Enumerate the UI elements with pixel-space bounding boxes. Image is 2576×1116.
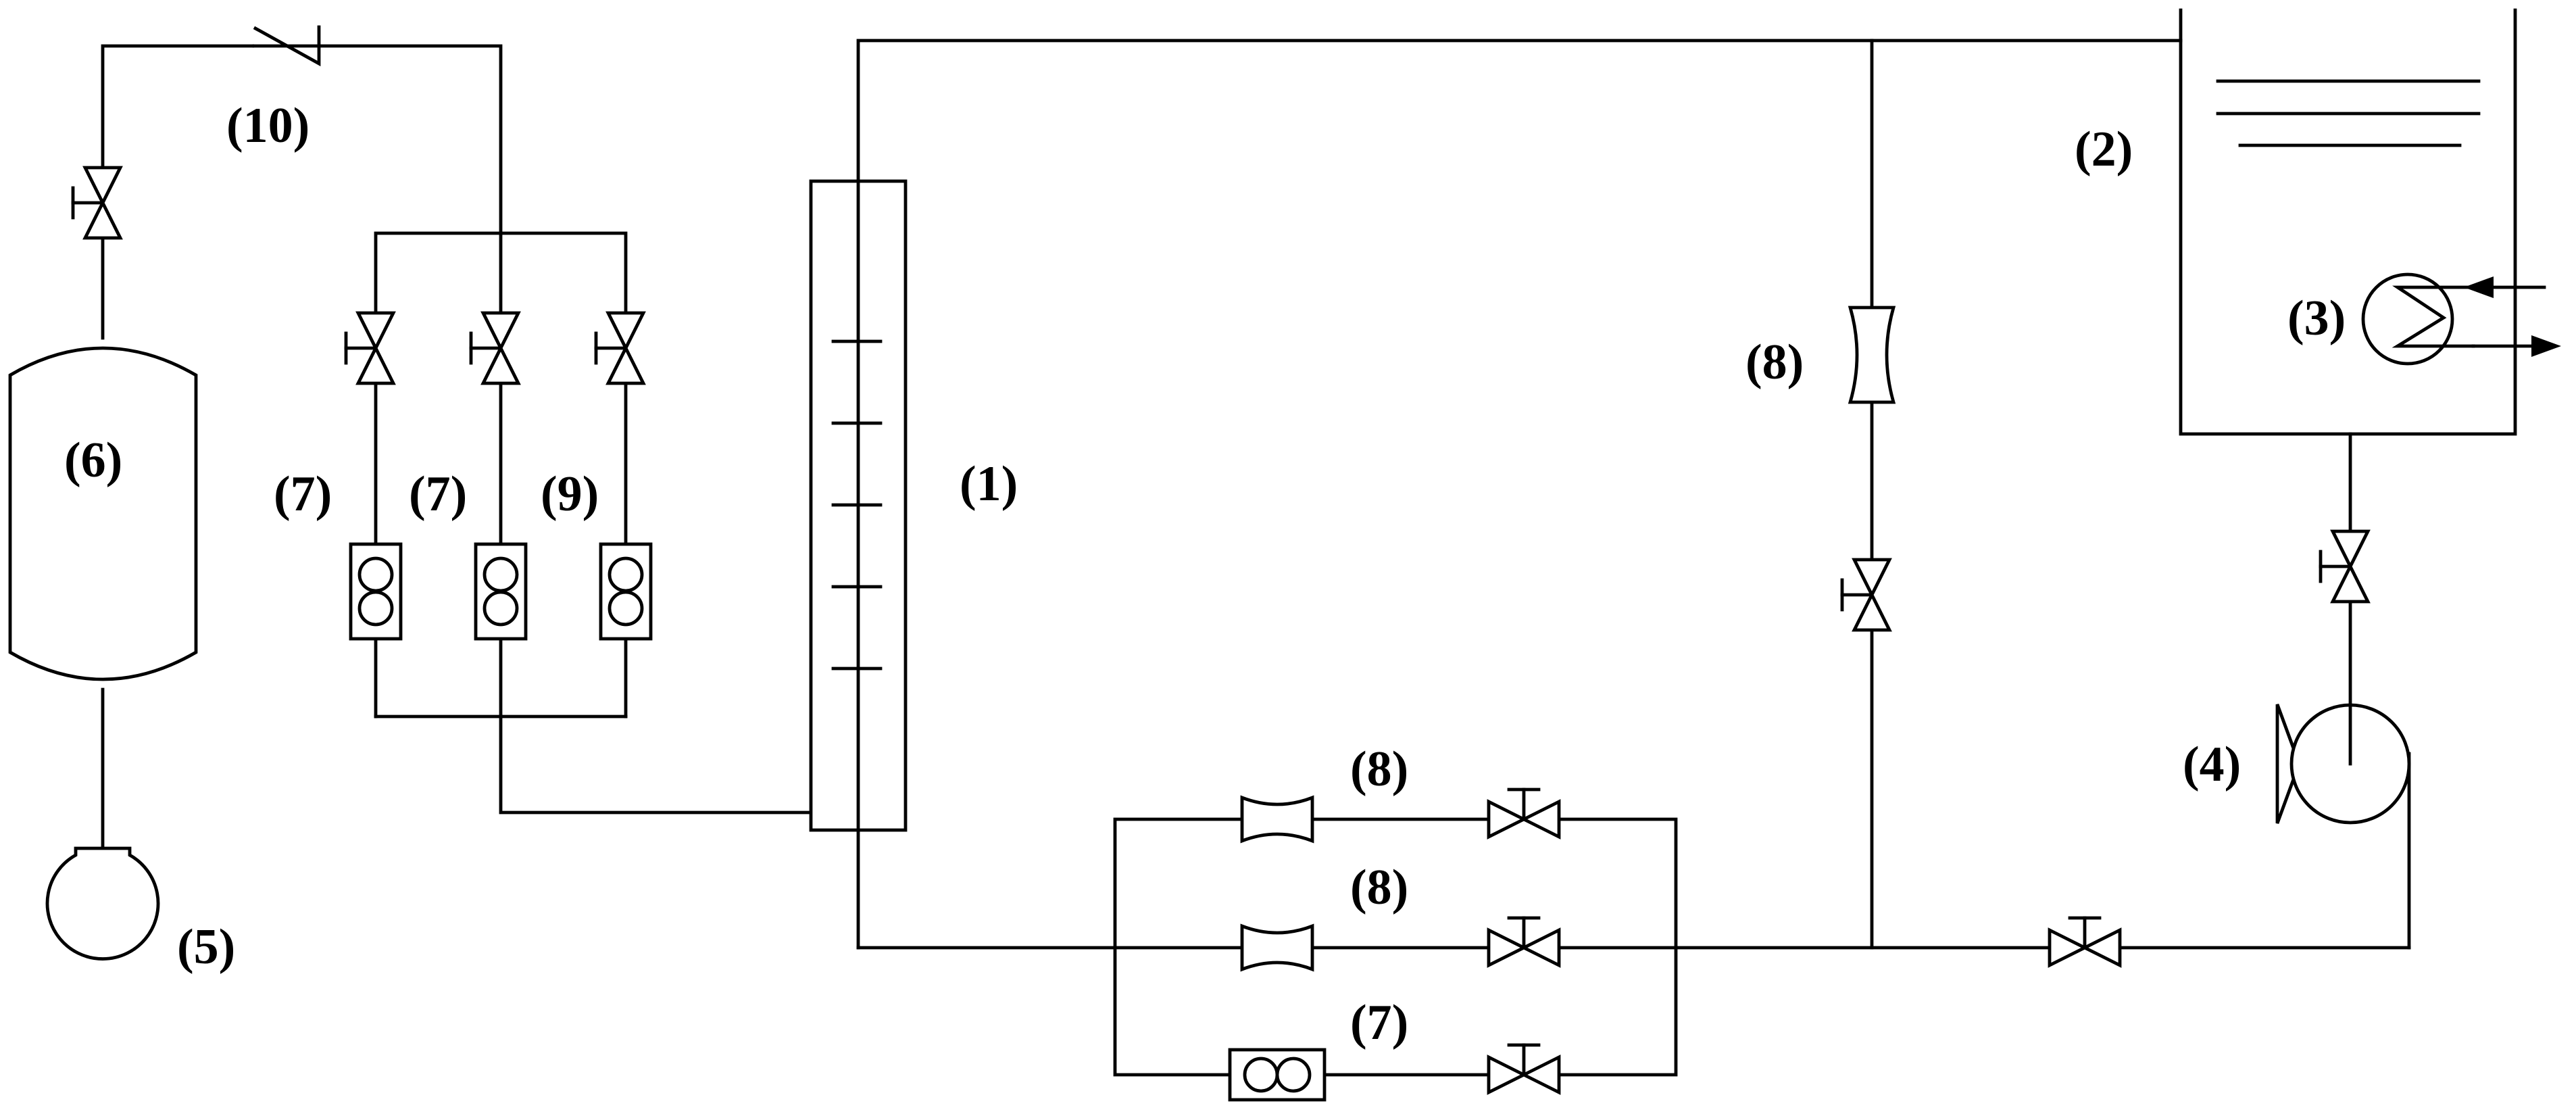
label-tank: (2) <box>2075 122 2133 177</box>
piping <box>101 39 2411 1077</box>
tank-outlet-valve[interactable] <box>2321 531 2368 602</box>
gas-flowmeter-2 <box>476 544 526 639</box>
meter-valve-3[interactable] <box>1489 1045 1559 1092</box>
air-supply-valve[interactable] <box>73 168 120 238</box>
label-venturi-2: (8) <box>1350 860 1408 915</box>
label-gas-flowmeter-3: (9) <box>541 466 599 522</box>
label-column: (1) <box>960 456 1018 512</box>
heat-exchanger <box>2361 272 2561 366</box>
venturi-2 <box>1242 926 1312 969</box>
label-compressor: (5) <box>177 919 235 975</box>
label-heat-exchanger: (3) <box>2287 291 2346 346</box>
label-venturi-1: (8) <box>1350 742 1408 797</box>
gas-flowmeter-3 <box>601 544 651 639</box>
liquid-flowmeter <box>1230 1050 1324 1100</box>
label-pump: (4) <box>2183 737 2241 792</box>
gas-valve-2[interactable] <box>471 313 518 383</box>
label-air-tank: (6) <box>64 433 122 488</box>
air-tank <box>8 346 198 681</box>
gas-valve-1[interactable] <box>346 313 393 383</box>
venturi-bypass <box>1850 308 1893 402</box>
water-pump <box>2275 703 2411 825</box>
venturi-1 <box>1242 798 1312 841</box>
label-venturi-bypass: (8) <box>1745 335 1804 390</box>
meter-valve-1[interactable] <box>1489 790 1559 837</box>
air-compressor <box>45 846 160 961</box>
label-liquid-flowmeter: (7) <box>1350 995 1408 1050</box>
gas-flowmeter-1 <box>351 544 401 639</box>
check-valve <box>252 25 321 68</box>
label-gas-flowmeter-1: (7) <box>274 466 332 522</box>
water-tank <box>2179 8 2517 436</box>
pump-discharge-valve[interactable] <box>2050 918 2120 965</box>
label-check-valve: (10) <box>226 98 309 153</box>
label-gas-flowmeter-2: (7) <box>409 466 467 522</box>
bypass-valve[interactable] <box>1842 560 1889 630</box>
labels: (1) (2) (3) (4) (5) (6) (7) (7) (7) (8) … <box>64 98 2346 1050</box>
test-column <box>809 179 908 832</box>
meter-valve-2[interactable] <box>1489 918 1559 965</box>
gas-valve-3[interactable] <box>596 313 643 383</box>
